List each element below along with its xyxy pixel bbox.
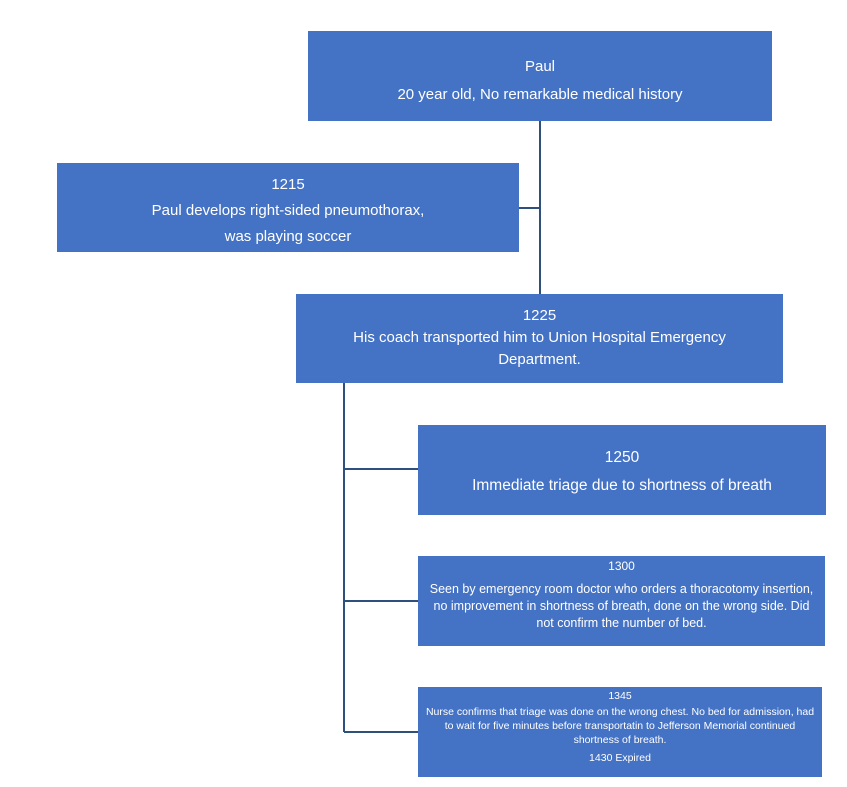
event-node-1215: 1215 Paul develops right-sided pneumotho… xyxy=(57,163,519,252)
event-time: 1215 xyxy=(271,176,305,193)
event-outcome: 1430 Expired xyxy=(589,752,651,764)
root-name: Paul xyxy=(524,58,556,75)
event-time: 1225 xyxy=(522,307,557,324)
event-node-1300: 1300 Seen by emergency room doctor who o… xyxy=(418,556,825,646)
event-text: His coach transported him to Union Hospi… xyxy=(353,329,726,368)
root-node-paul: Paul 20 year old, No remarkable medical … xyxy=(308,31,772,121)
event-text: Nurse confirms that triage was done on t… xyxy=(425,706,815,746)
event-time: 1300 xyxy=(608,559,635,573)
root-description: 20 year old, No remarkable medical histo… xyxy=(397,86,683,103)
event-text-line: was playing soccer xyxy=(224,228,352,245)
event-time: 1345 xyxy=(608,690,632,702)
event-text: Immediate triage due to shortness of bre… xyxy=(472,477,772,494)
event-text: Seen by emergency room doctor who orders… xyxy=(429,582,814,630)
event-text-line: Paul develops right-sided pneumothorax, xyxy=(151,202,425,219)
event-node-1250: 1250 Immediate triage due to shortness o… xyxy=(418,425,826,515)
event-time: 1250 xyxy=(604,449,640,466)
event-node-1345: 1345 Nurse confirms that triage was done… xyxy=(418,687,822,777)
event-node-1225: 1225 His coach transported him to Union … xyxy=(296,294,783,383)
